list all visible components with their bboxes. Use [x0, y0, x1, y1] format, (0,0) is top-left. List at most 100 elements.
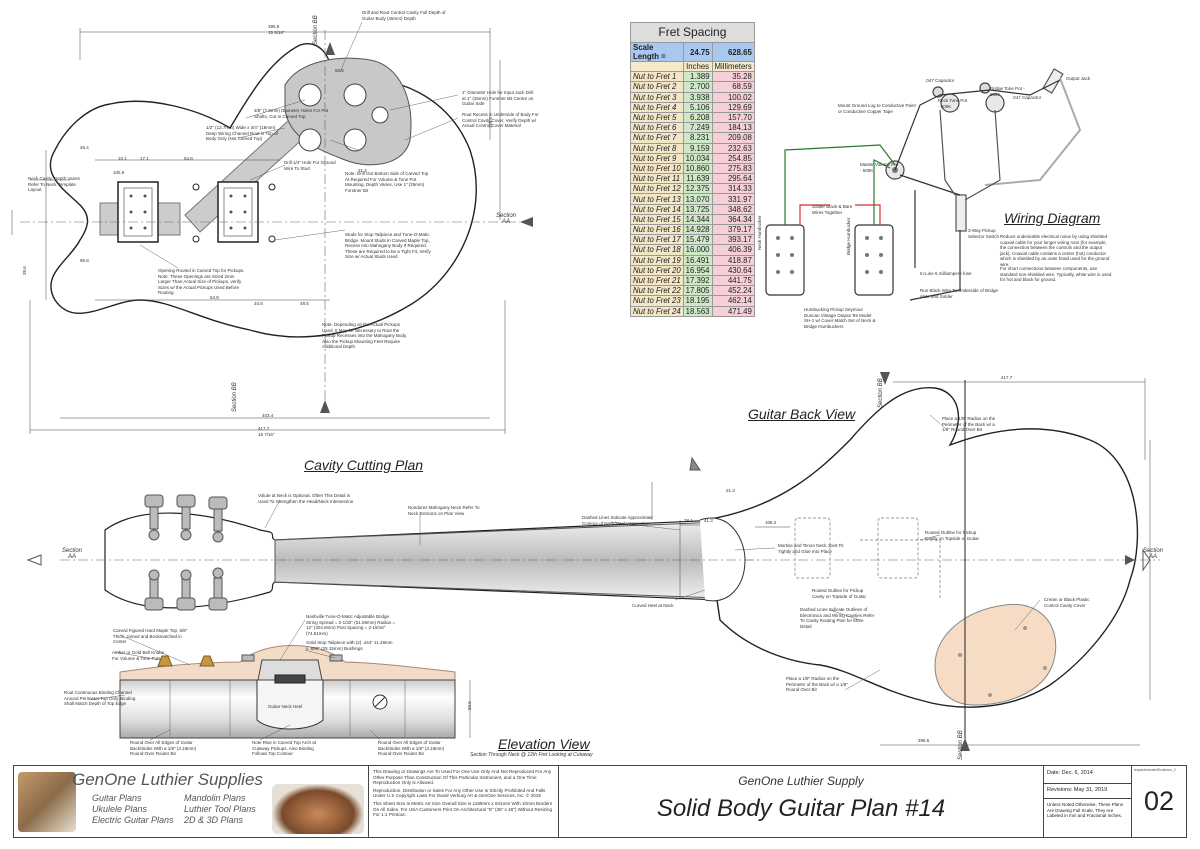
date-text: Date: Dec. 6, 2014 [1044, 766, 1131, 784]
fret-cell-mm: 379.17 [711, 223, 755, 236]
dim-elev-depth: 50.5 [467, 701, 472, 710]
note-mortise-tenon: Mortise and Tenon Neck Joint Fit Tightly… [778, 543, 844, 554]
fret-cell-mm: 331.97 [711, 193, 755, 205]
wire-bridge-humbucker: Bridge Humbucker [846, 217, 851, 255]
brand-name: GenOne Luthier Supplies [72, 770, 263, 789]
fret-cell-mm: 275.83 [711, 162, 755, 175]
sheet-number: 02 [1143, 786, 1175, 816]
plan-title-cell: GenOne Luthier Supply Solid Body Guitar … [559, 766, 1044, 837]
cavity-cutting-plan-title: Cavity Cutting Plan [304, 457, 424, 473]
note-pickup-depth: Note: Depending on the Actual Pickups Us… [322, 322, 408, 349]
link-mandolin-plans[interactable]: Mandolin Plans [184, 793, 246, 803]
fret-cell-label: Nut to Fret 19 [630, 254, 684, 266]
fret-cell-in: 16.000 [682, 244, 713, 256]
col-mm: Millimeters [711, 60, 755, 73]
dim-d6: 54.8 [210, 295, 219, 300]
guitar-back-view [651, 378, 1160, 746]
note-arch-rise: Note Rise in Carved Top Arch at Cutaway … [252, 740, 316, 756]
note-knobs: Amber or Gold Bell Knobs For Volume & To… [112, 650, 165, 661]
wire-desc-2: For short connections between components… [1000, 266, 1112, 282]
fret-cell-mm: 452.24 [711, 285, 755, 297]
note-pickup-openings: Opening Routed in Carved Top for Pickups… [158, 268, 245, 295]
fret-cell-label: Nut to Fret 16 [630, 223, 684, 236]
link-electric-guitar-plans[interactable]: Electric Guitar Plans [92, 815, 174, 825]
guitar-back-view-title: Guitar Back View [748, 406, 856, 422]
dim-neck-depth: 21.3 [726, 488, 735, 493]
fret-cell-mm: 348.62 [711, 203, 755, 215]
fret-cell-in: 12.375 [682, 183, 713, 195]
fret-cell-label: Nut to Fret 5 [630, 111, 684, 124]
section-label-bb-bottom: Section BB [232, 382, 238, 412]
fret-spacing-table: Fret Spacing Scale Length = 24.75 628.65… [630, 22, 755, 317]
wiring-diagram-title: Wiring Diagram [1004, 210, 1101, 226]
fret-cell-mm: 157.70 [711, 111, 755, 124]
wire-master-volume: Master Volume Pot - 500K [860, 162, 899, 173]
note-tailpiece: Solid Stop Tailpiece with (2) .444" 11.2… [306, 640, 393, 651]
dim-d2: 17.1 [140, 156, 149, 161]
links-left: Guitar Plans Ukulele Plans Electric Guit… [92, 793, 174, 826]
dim-d1: 10.1 [118, 156, 127, 161]
section-label-bb-back-bottom: Section BB [958, 730, 964, 760]
fret-cell-mm: 295.64 [711, 173, 755, 185]
fret-cell-label: Nut to Fret 17 [630, 234, 684, 246]
note-radius-back-2: Place a 1/8" Radius on the Perimeter of … [786, 676, 848, 692]
fret-cell-in: 6.208 [682, 111, 713, 124]
dim-neck-w2: 41.3 [704, 518, 713, 523]
wire-bridge-ground: Run Black Wire To Underside of Bridge pl… [920, 288, 998, 299]
link-ukulele-plans[interactable]: Ukulele Plans [92, 804, 148, 814]
note-ground-wire: Drill 1/4" Hole For Ground Wire To Stud [284, 160, 336, 171]
wire-neck-humbucker: Neck Humbucker [757, 215, 762, 250]
fret-cell-in: 1.389 [682, 71, 713, 83]
fret-cell-in: 18.195 [682, 295, 713, 307]
note-pickup-outline-2: Routed Outline for Pickup Cavity on Tops… [812, 588, 866, 599]
fret-table-title: Fret Spacing [630, 22, 755, 43]
file-reference: lespaulelanderEIcalexus_2 [1134, 768, 1176, 772]
note-volute: Volute at Neck is Optional, Often This D… [258, 493, 354, 504]
note-wiring-channel: 1/2" (12.7mm) Wide x 3/4" (19mm) Deep Wi… [206, 125, 278, 141]
plan-drawing [11, 21, 1160, 751]
fret-cell-mm: 441.75 [711, 274, 755, 287]
note-studs: Studs for Stop Tailpiece and Tune-O-Mati… [345, 232, 431, 259]
fret-cell-in: 10.034 [682, 152, 713, 164]
dim-d9: 34.8 [254, 301, 263, 306]
fret-cell-label: Nut to Fret 14 [630, 203, 684, 215]
note-radius-back: Place a 1/8" Radius on the Perimeter of … [942, 416, 996, 432]
note-binding-channel: Rout Continuous Binding Channel Around P… [64, 690, 136, 706]
revisions-text: Revisions: May 31, 2019 [1044, 784, 1131, 799]
fret-cell-mm: 232.63 [711, 142, 755, 154]
fret-cell-label: Nut to Fret 9 [630, 152, 684, 164]
link-guitar-plans[interactable]: Guitar Plans [92, 793, 142, 803]
wire-switch: 3-Way Pickup Selector Switch [968, 228, 1000, 239]
fret-cell-mm: 129.69 [711, 101, 755, 113]
fret-cell-mm: 100.02 [711, 91, 755, 103]
fret-cell-mm: 314.33 [711, 183, 755, 195]
note-carved-top: Carved Figured Hard Maple Top, 5/8" Thic… [113, 628, 188, 644]
fret-cell-in: 8.231 [682, 132, 713, 144]
fret-cell-label: Nut to Fret 2 [630, 81, 684, 93]
sheet-cell: lespaulelanderEIcalexus_2 02 [1132, 766, 1186, 837]
note-dashed-cavities: Dashed Lines Indicate Outlines of Electr… [800, 607, 875, 629]
fret-cell-label: Nut to Fret 24 [630, 305, 684, 317]
link-2d-3d-plans[interactable]: 2D & 3D Plans [184, 815, 244, 825]
plan-title: Solid Body Guitar Plan #14 [656, 795, 946, 822]
note-mahogany-neck: Nondures Mahogany Neck Refer To Neck Sec… [408, 505, 480, 516]
fret-cell-mm: 364.34 [711, 213, 755, 226]
link-luthier-tool-plans[interactable]: Luthier Tool Plans [184, 804, 256, 814]
fret-cell-label: Nut to Fret 3 [630, 91, 684, 103]
fret-cell-mm: 471.49 [711, 305, 755, 317]
legal-cell: This Drawing or Drawings Are To Used For… [369, 766, 559, 837]
fret-cell-in: 5.106 [682, 101, 713, 113]
fret-cell-in: 17.805 [682, 285, 713, 297]
dim-heel: 106.2 [765, 520, 777, 525]
fret-cell-label: Nut to Fret 13 [630, 193, 684, 205]
